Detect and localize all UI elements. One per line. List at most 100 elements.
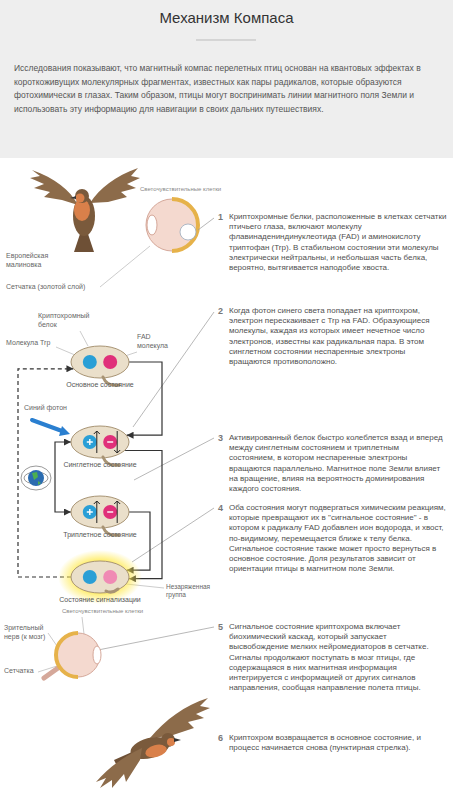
eye — [56, 633, 100, 677]
title-box: Механизм Компаса — [0, 9, 453, 28]
state-caption-box: Синглетное состояние — [30, 461, 170, 470]
part-label-box: Европейская малиновка — [6, 252, 68, 270]
title-rule — [196, 40, 256, 41]
protein-body — [71, 496, 129, 528]
charge-sign — [107, 511, 113, 512]
earth — [28, 470, 44, 486]
leader-line — [134, 438, 214, 480]
state-caption: Основное состояние — [30, 381, 170, 390]
charge-sign — [107, 441, 113, 442]
leader-line — [80, 331, 88, 346]
part-label: Европейская малиновка — [6, 252, 68, 270]
callout-number-box: 5 — [218, 622, 228, 634]
bird-face — [76, 194, 85, 203]
protein-state: Основное состояние — [70, 345, 130, 379]
cell-magnifier — [180, 224, 196, 240]
step-text-box: Оба состояния могут подвергаться химичес… — [229, 503, 447, 575]
leader-line — [198, 218, 214, 230]
bird-head — [75, 189, 89, 203]
part-label-box: Криптохромный белок — [38, 312, 96, 330]
part-label-box: Сетчатка (золотой слой) — [6, 283, 106, 292]
part-label-box: Незаряженная группа — [166, 583, 216, 600]
part-label-box: Светочувствительные клетки — [140, 186, 232, 194]
step-text-box: Сигнальное состояние криптохрома включае… — [229, 622, 447, 694]
leader-line — [48, 633, 57, 646]
callout-number-box: 2 — [218, 306, 228, 318]
trp-molecule — [83, 435, 97, 449]
fad-molecule — [103, 435, 117, 449]
callout-number-box: 1 — [218, 212, 228, 224]
eye-lens — [147, 215, 157, 235]
protein-state: Триплетное состояние — [70, 495, 130, 529]
signal-glow — [58, 550, 142, 604]
callout-number-box: 3 — [218, 433, 228, 445]
part-label-box: Светочувствительные клетки — [62, 608, 162, 616]
part-label-box: Сетчатка — [4, 667, 50, 676]
state-caption: Триплетное состояние — [30, 531, 170, 540]
protein-body — [71, 346, 129, 378]
spin-arrow — [114, 501, 120, 523]
step-text: Оба состояния могут подвергаться химичес… — [229, 503, 447, 575]
field-line — [21, 466, 51, 490]
leader-line — [98, 627, 214, 650]
spin-arrow — [94, 501, 100, 523]
part-label: Синий фотон — [24, 404, 84, 413]
step-text: Сигнальное состояние криптохрома включае… — [229, 622, 447, 694]
fad-molecule — [103, 355, 117, 369]
bird-head — [161, 733, 175, 747]
part-label-box: Молекула Trp — [6, 339, 66, 348]
photon-head — [59, 426, 70, 436]
step-text-box: Когда фотон синего света попадает на кри… — [229, 306, 447, 367]
retina-layer — [56, 633, 78, 677]
bird-beak — [70, 196, 76, 199]
earth-land — [32, 472, 41, 485]
bird-wing — [96, 748, 142, 788]
part-label: Сетчатка (золотой слой) — [6, 283, 106, 292]
part-label: Зрительный нерв (к мозг) — [4, 624, 50, 642]
spin-arrow — [114, 431, 120, 453]
optic-nerve — [44, 668, 58, 678]
protein-shape — [70, 425, 130, 459]
part-label: Криптохромный белок — [38, 312, 96, 330]
protein-body — [71, 426, 129, 458]
step-text: Когда фотон синего света попадает на кри… — [229, 306, 447, 367]
part-label: Молекула Trp — [6, 339, 66, 348]
photon — [32, 420, 62, 431]
header-band — [0, 0, 453, 158]
title: Механизм Компаса — [0, 9, 453, 28]
callout-number: 5 — [218, 622, 228, 634]
callout-number: 1 — [218, 212, 228, 224]
step-text: Криптохром возвращается в основное состо… — [229, 733, 447, 753]
fad-molecule — [103, 505, 117, 519]
part-label: Незаряженная группа — [166, 583, 216, 600]
trp-molecule — [83, 355, 97, 369]
part-label: FAD молекула — [137, 333, 177, 351]
bird-beak — [174, 738, 181, 742]
bird-face — [167, 738, 175, 746]
trp-molecule — [83, 505, 97, 519]
protein-body — [71, 561, 129, 593]
callout-number: 2 — [218, 306, 228, 318]
leader-line — [82, 617, 84, 634]
step-text-box: Криптохром возвращается в основное состо… — [229, 733, 447, 753]
transition-arrow — [127, 362, 162, 435]
eye — [146, 199, 198, 251]
bird-wing — [90, 168, 140, 203]
part-label: Светочувствительные клетки — [62, 608, 162, 616]
state-caption-box: Состояние сигнализации — [30, 596, 170, 605]
trp-molecule — [83, 570, 97, 584]
part-label-box: Синий фотон — [24, 404, 84, 413]
protein-state: Состояние сигнализации — [70, 560, 130, 594]
transition-arrow — [18, 369, 73, 577]
leader-line — [133, 312, 214, 427]
bird-wing — [30, 170, 78, 205]
state-caption-box: Основное состояние — [30, 381, 170, 390]
charge-sign — [87, 509, 93, 515]
protein-shape — [70, 345, 130, 379]
part-label: Сетчатка — [4, 667, 50, 676]
callout-number: 4 — [218, 503, 228, 515]
callout-number-box: 4 — [218, 503, 228, 515]
state-caption: Состояние сигнализации — [30, 596, 170, 605]
callout-number: 6 — [218, 733, 228, 745]
